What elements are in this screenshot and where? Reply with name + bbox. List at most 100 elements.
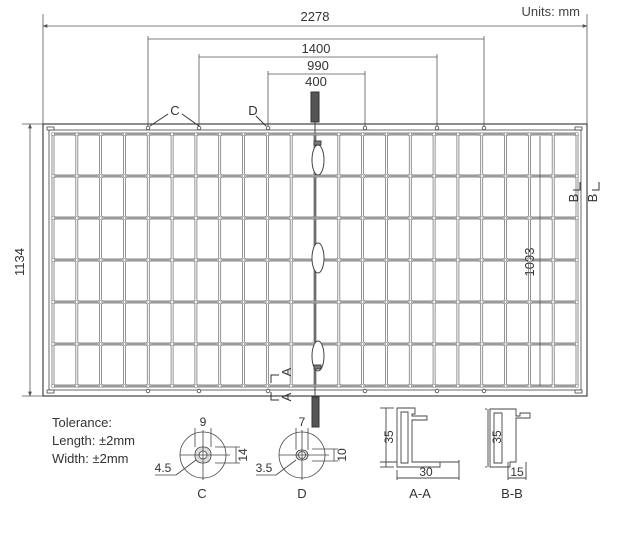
callout-b-right: B bbox=[585, 194, 600, 203]
detail-d-dim-top: 7 bbox=[299, 415, 306, 429]
solar-cell bbox=[196, 218, 220, 260]
cell-junction bbox=[170, 258, 174, 262]
cell-junction bbox=[241, 132, 246, 136]
solar-cell bbox=[268, 218, 291, 260]
cell-junction bbox=[194, 132, 198, 136]
cell-junction bbox=[408, 216, 412, 220]
cell-junction bbox=[146, 300, 150, 304]
cell-junction bbox=[122, 342, 127, 346]
cell-junction bbox=[337, 300, 341, 304]
cell-junction bbox=[51, 342, 55, 346]
solar-cell bbox=[220, 218, 243, 260]
solar-cell bbox=[244, 176, 267, 218]
callout-b-left: B bbox=[566, 194, 581, 203]
cell-junction bbox=[527, 216, 532, 220]
solar-cell bbox=[148, 218, 172, 260]
cell-junction bbox=[194, 216, 198, 220]
cell-junction bbox=[551, 300, 555, 304]
cell-junction bbox=[575, 258, 579, 262]
solar-cell bbox=[125, 176, 148, 218]
solar-cell bbox=[244, 218, 267, 260]
solar-cell bbox=[268, 302, 291, 344]
cell-junction bbox=[146, 258, 150, 262]
cell-junction bbox=[265, 300, 270, 304]
cell-junction bbox=[241, 300, 246, 304]
solar-cell bbox=[530, 260, 553, 302]
cell-junction bbox=[122, 384, 127, 388]
solar-cell bbox=[53, 260, 77, 302]
cell-junction bbox=[218, 174, 222, 178]
solar-cell bbox=[506, 176, 529, 218]
detail-d-dim-left: 3.5 bbox=[256, 461, 273, 475]
solar-cell bbox=[291, 218, 315, 260]
cell-junction bbox=[384, 216, 389, 220]
cell-junction bbox=[384, 300, 389, 304]
section-bb bbox=[485, 408, 531, 480]
solar-cell bbox=[53, 218, 77, 260]
solar-cell bbox=[53, 344, 77, 386]
solar-cell bbox=[387, 176, 410, 218]
solar-cell bbox=[530, 176, 553, 218]
cell-junction bbox=[360, 342, 365, 346]
cell-junction bbox=[551, 258, 555, 262]
solar-cell bbox=[339, 218, 362, 260]
cell-junction bbox=[551, 384, 555, 388]
cell-junction bbox=[75, 384, 79, 388]
section-markers bbox=[149, 113, 600, 401]
solar-cell bbox=[458, 176, 482, 218]
cell-junction bbox=[122, 216, 127, 220]
cell-junction bbox=[98, 384, 103, 388]
cell-junction bbox=[218, 384, 222, 388]
solar-cell bbox=[268, 134, 291, 176]
cell-junction bbox=[432, 384, 436, 388]
detail-d bbox=[256, 428, 338, 480]
solar-cell bbox=[101, 302, 124, 344]
solar-cell bbox=[387, 260, 410, 302]
cell-junction bbox=[289, 384, 293, 388]
solar-cell bbox=[553, 176, 577, 218]
solar-cell bbox=[506, 344, 529, 386]
solar-cell bbox=[506, 134, 529, 176]
solar-cell bbox=[53, 134, 77, 176]
solar-cell bbox=[482, 302, 505, 344]
cell-junction bbox=[551, 342, 555, 346]
cell-junction bbox=[360, 216, 365, 220]
cell-junction bbox=[51, 132, 55, 136]
solar-cell bbox=[530, 134, 553, 176]
dim-mount-990: 990 bbox=[307, 58, 329, 73]
cell-junction bbox=[241, 258, 246, 262]
cell-junction bbox=[360, 132, 365, 136]
solar-cell bbox=[434, 344, 458, 386]
cell-junction bbox=[575, 384, 579, 388]
solar-cell bbox=[410, 134, 434, 176]
detail-c-dim-left: 4.5 bbox=[155, 461, 172, 475]
cell-junction bbox=[98, 342, 103, 346]
solar-cell bbox=[530, 218, 553, 260]
solar-cell bbox=[77, 134, 100, 176]
solar-cell bbox=[315, 218, 339, 260]
tolerance-length: Length: ±2mm bbox=[52, 433, 136, 448]
solar-cell bbox=[339, 302, 362, 344]
tolerance-heading: Tolerance: bbox=[52, 415, 112, 430]
solar-cell bbox=[196, 260, 220, 302]
solar-cell bbox=[482, 134, 505, 176]
cell-junction bbox=[527, 174, 532, 178]
cell-junction bbox=[408, 174, 412, 178]
detail-c bbox=[155, 428, 240, 480]
cell-junction bbox=[503, 384, 508, 388]
cell-junction bbox=[146, 342, 150, 346]
solar-cell bbox=[434, 260, 458, 302]
cell-grid bbox=[51, 132, 579, 388]
cell-junction bbox=[575, 216, 579, 220]
solar-cell bbox=[172, 260, 196, 302]
solar-cell bbox=[220, 134, 243, 176]
cell-junction bbox=[337, 132, 341, 136]
cell-junction bbox=[408, 384, 412, 388]
cell-junction bbox=[218, 258, 222, 262]
cell-junction bbox=[51, 384, 55, 388]
cell-junction bbox=[75, 342, 79, 346]
detail-d-labels: 7 10 3.5 D bbox=[256, 415, 349, 501]
cell-junction bbox=[575, 132, 579, 136]
cell-junction bbox=[480, 258, 484, 262]
cell-junction bbox=[337, 342, 341, 346]
